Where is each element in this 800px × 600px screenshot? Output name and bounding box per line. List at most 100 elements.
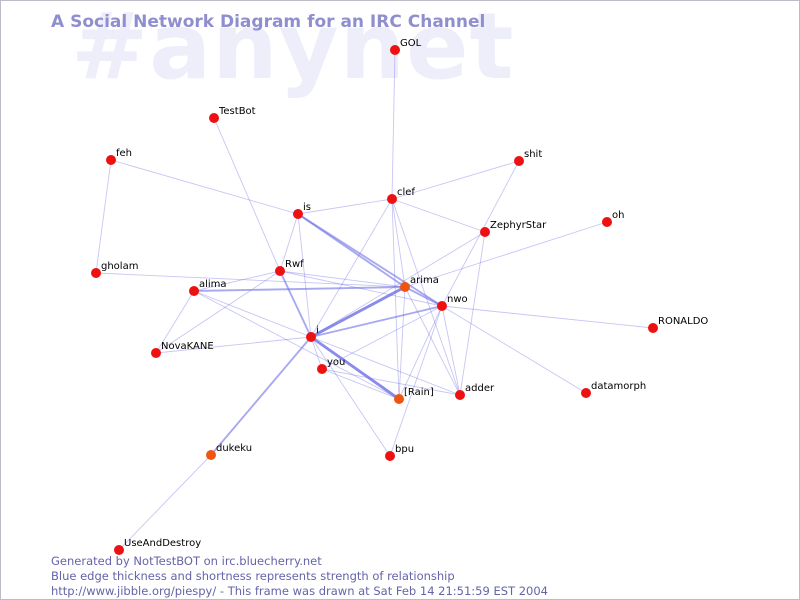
- edge-arima-i: [309, 285, 407, 339]
- node-UseAndDestroy[interactable]: UseAndDestroy: [114, 538, 201, 555]
- edge-clef-i: [310, 198, 393, 338]
- footer-generated-by: Generated by NotTestBOT on irc.bluecherr…: [51, 554, 322, 568]
- edge-clef-arima: [391, 198, 406, 288]
- node-label: UseAndDestroy: [124, 538, 201, 549]
- node-dot[interactable]: [387, 194, 397, 204]
- edge-feh-is: [110, 159, 299, 215]
- node-dot[interactable]: [106, 155, 116, 165]
- node-dot[interactable]: [293, 209, 303, 219]
- footer: Generated by NotTestBOT on irc.bluecherr…: [51, 554, 548, 599]
- node-arima[interactable]: arima: [400, 275, 439, 292]
- edge-is-nwo: [297, 213, 443, 307]
- node-label: nwo: [447, 294, 468, 305]
- node-label: datamorph: [591, 381, 646, 392]
- node-label: TestBot: [218, 106, 256, 117]
- node-dot[interactable]: [206, 450, 216, 460]
- node-nwo[interactable]: nwo: [437, 294, 468, 311]
- node-ZephyrStar[interactable]: ZephyrStar: [480, 220, 547, 237]
- node-dot[interactable]: [581, 388, 591, 398]
- footer-legend: Blue edge thickness and shortness repres…: [51, 569, 455, 583]
- node-label: oh: [612, 210, 624, 221]
- edge-nwo-adder: [441, 305, 461, 396]
- edge-TestBot-Rwf: [213, 117, 281, 272]
- node-dot[interactable]: [209, 113, 219, 123]
- node-GOL[interactable]: GOL: [390, 38, 422, 55]
- edge-ZephyrStar-adder: [459, 231, 486, 396]
- node-you[interactable]: you: [317, 357, 345, 374]
- edge-feh-gholam: [95, 159, 112, 274]
- edge-i-adder: [310, 336, 461, 396]
- edge-is-Rwf: [279, 213, 299, 272]
- node-dot[interactable]: [455, 390, 465, 400]
- node-dot[interactable]: [480, 227, 490, 237]
- node-dot[interactable]: [91, 268, 101, 278]
- node-bpu[interactable]: bpu: [385, 444, 414, 461]
- footer-source-link[interactable]: http://www.jibble.org/piespy/ - This fra…: [51, 584, 548, 598]
- node-NovaKANE[interactable]: NovaKANE: [151, 341, 214, 358]
- edge-oh-arima: [404, 221, 608, 288]
- edge-clef-ZephyrStar: [391, 198, 486, 233]
- node-datamorph[interactable]: datamorph: [581, 381, 646, 398]
- node-dot[interactable]: [602, 217, 612, 227]
- node-label: feh: [116, 148, 132, 159]
- node-dot[interactable]: [114, 545, 124, 555]
- node-dot[interactable]: [394, 394, 404, 404]
- node-Rwf[interactable]: Rwf: [275, 259, 304, 276]
- edge-dukeku-UseAndDestroy: [118, 454, 212, 551]
- node-label: i: [316, 325, 319, 336]
- edge-gholam-arima: [95, 272, 406, 288]
- edge-Rwf-alima: [193, 270, 281, 292]
- node-clef[interactable]: clef: [387, 187, 415, 204]
- node-dot[interactable]: [400, 282, 410, 292]
- node-RONALDO[interactable]: RONALDO: [648, 316, 708, 333]
- edge-alima-i: [193, 290, 312, 338]
- node-dot[interactable]: [648, 323, 658, 333]
- edge-you-adder: [321, 368, 461, 396]
- node-dot[interactable]: [317, 364, 327, 374]
- node-label: is: [303, 202, 311, 213]
- node-label: ZephyrStar: [490, 220, 547, 231]
- edge-alima-NovaKANE: [155, 290, 195, 354]
- node-alima[interactable]: alima: [189, 279, 227, 296]
- node-label: you: [327, 357, 345, 368]
- edge-alima-arima: [193, 286, 406, 292]
- node-feh[interactable]: feh: [106, 148, 132, 165]
- node-dot[interactable]: [189, 286, 199, 296]
- node-dot[interactable]: [306, 332, 316, 342]
- node-dot[interactable]: [437, 301, 447, 311]
- node-dukeku[interactable]: dukeku: [206, 443, 252, 460]
- node-i[interactable]: i: [306, 325, 319, 342]
- edge-GOL-clef: [391, 49, 396, 200]
- edge-Rwf-NovaKANE: [155, 270, 281, 354]
- node-adder[interactable]: adder: [455, 383, 495, 400]
- edge-nwo-Rain: [398, 305, 443, 400]
- node-is[interactable]: is: [293, 202, 311, 219]
- edge-nwo-RONALDO: [441, 305, 654, 329]
- node-label: bpu: [395, 444, 414, 455]
- node-dot[interactable]: [514, 156, 524, 166]
- node-dot[interactable]: [390, 45, 400, 55]
- edge-i-you: [310, 336, 323, 370]
- edge-ZephyrStar-i: [310, 231, 486, 338]
- node-dot[interactable]: [151, 348, 161, 358]
- node-Rain[interactable]: [Rain]: [394, 387, 434, 404]
- node-TestBot[interactable]: TestBot: [209, 106, 256, 123]
- edge-clef-is: [297, 198, 393, 215]
- node-gholam[interactable]: gholam: [91, 261, 138, 278]
- edge-is-i: [297, 213, 312, 338]
- node-label: arima: [410, 275, 439, 286]
- node-label: gholam: [101, 261, 138, 272]
- edge-Rwf-arima: [279, 270, 406, 288]
- node-dot[interactable]: [385, 451, 395, 461]
- node-shit[interactable]: shit: [514, 149, 542, 166]
- edge-shit-clef: [391, 160, 520, 200]
- edge-i-NovaKANE: [155, 336, 312, 354]
- node-oh[interactable]: oh: [602, 210, 624, 227]
- node-dot[interactable]: [275, 266, 285, 276]
- edge-clef-Rain: [391, 198, 400, 400]
- edge-i-bpu: [310, 336, 391, 457]
- edge-i-dukeku: [210, 336, 312, 456]
- edges-layer: [95, 49, 654, 551]
